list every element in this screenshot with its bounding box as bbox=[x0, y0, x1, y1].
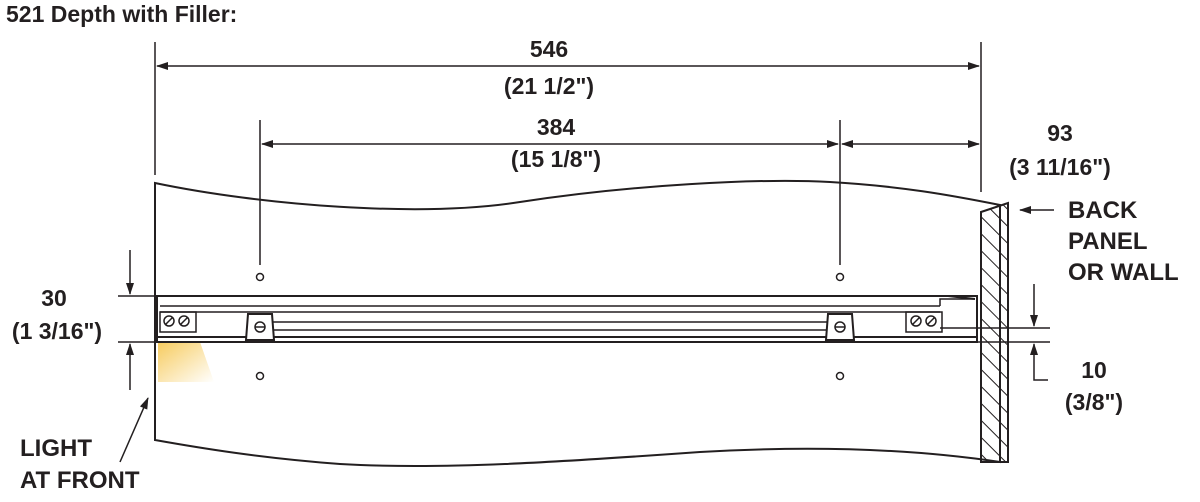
rear-offset-inch: (3 11/16") bbox=[1009, 154, 1111, 180]
end-screw bbox=[178, 315, 190, 327]
mounting-hole bbox=[255, 371, 265, 381]
back-panel-label-line3: OR WALL bbox=[1068, 259, 1179, 286]
light-front-label-line1: LIGHT bbox=[20, 435, 92, 462]
end-screw bbox=[910, 315, 922, 327]
back-panel-label-line2: PANEL bbox=[1068, 228, 1148, 255]
mounting-clip bbox=[244, 313, 276, 341]
end-screw bbox=[163, 315, 175, 327]
hole-spacing-inch: (15 1/8") bbox=[511, 146, 601, 172]
light-front-leader bbox=[119, 397, 149, 463]
end-screw bbox=[925, 315, 937, 327]
height-inch: (1 3/16") bbox=[12, 318, 102, 344]
gap-inch: (3/8") bbox=[1065, 389, 1123, 415]
light-front-label-line2: AT FRONT bbox=[20, 467, 140, 494]
mounting-hole bbox=[255, 272, 265, 282]
gap-mm: 10 bbox=[1081, 357, 1107, 383]
mounting-hole bbox=[835, 272, 845, 282]
back-panel-wall bbox=[980, 201, 1009, 463]
overall-length-inch: (21 1/2") bbox=[504, 73, 594, 99]
mounting-clip bbox=[824, 313, 856, 341]
rear-offset-mm: 93 bbox=[1047, 120, 1073, 146]
hole-spacing-mm: 384 bbox=[537, 114, 576, 140]
diagram-title: 521 Depth with Filler: bbox=[6, 1, 237, 27]
mounting-hole bbox=[835, 371, 845, 381]
light-glow bbox=[158, 342, 214, 382]
light-rail bbox=[156, 295, 978, 343]
back-panel-label-line1: BACK bbox=[1068, 197, 1138, 224]
gap-arrow-bottom bbox=[1030, 343, 1048, 381]
height-mm: 30 bbox=[41, 285, 67, 311]
overall-length-mm: 546 bbox=[530, 36, 568, 62]
